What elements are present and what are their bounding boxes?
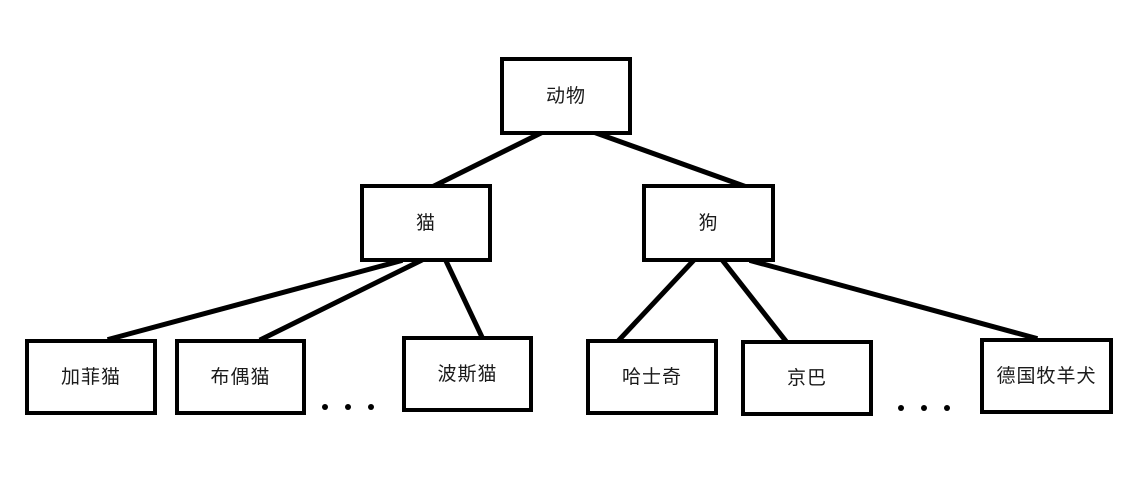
- node-dog[interactable]: 狗: [642, 184, 775, 262]
- node-label-cat: 猫: [415, 212, 436, 234]
- edge-cat-ragdoll: [258, 257, 424, 343]
- ellipsis-cat-more: [322, 404, 374, 410]
- node-ragdoll-cat[interactable]: 布偶猫: [175, 339, 306, 415]
- node-label-animal: 动物: [545, 85, 586, 107]
- edge-cat-persian: [442, 257, 486, 341]
- node-label-husky: 哈士奇: [621, 366, 682, 388]
- ellipsis-dot: [921, 405, 927, 411]
- ellipsis-dot: [345, 404, 351, 410]
- node-label-pekingese: 京巴: [786, 367, 827, 389]
- node-pekingese[interactable]: 京巴: [741, 340, 873, 416]
- node-label-garfield-cat: 加菲猫: [60, 366, 121, 388]
- edge-dog-husky: [616, 257, 697, 343]
- edge-dog-pekingese: [719, 257, 789, 344]
- edge-cat-garfield: [106, 257, 404, 343]
- node-husky[interactable]: 哈士奇: [586, 339, 718, 415]
- edge-animal-cat: [430, 129, 545, 190]
- node-animal[interactable]: 动物: [500, 57, 632, 135]
- node-cat[interactable]: 猫: [360, 184, 492, 262]
- edge-dog-shepherd: [748, 257, 1039, 342]
- ellipsis-dot: [322, 404, 328, 410]
- ellipsis-dot: [898, 405, 904, 411]
- node-label-german-shepherd: 德国牧羊犬: [996, 365, 1097, 387]
- ellipsis-dot: [944, 405, 950, 411]
- node-persian-cat[interactable]: 波斯猫: [402, 336, 533, 412]
- ellipsis-dot: [368, 404, 374, 410]
- ellipsis-dog-more: [898, 405, 950, 411]
- node-garfield-cat[interactable]: 加菲猫: [25, 339, 157, 415]
- node-german-shepherd[interactable]: 德国牧羊犬: [980, 338, 1113, 414]
- node-label-ragdoll-cat: 布偶猫: [210, 366, 271, 388]
- node-label-dog: 狗: [698, 212, 719, 234]
- edge-animal-dog: [592, 129, 748, 190]
- node-label-persian-cat: 波斯猫: [437, 363, 498, 385]
